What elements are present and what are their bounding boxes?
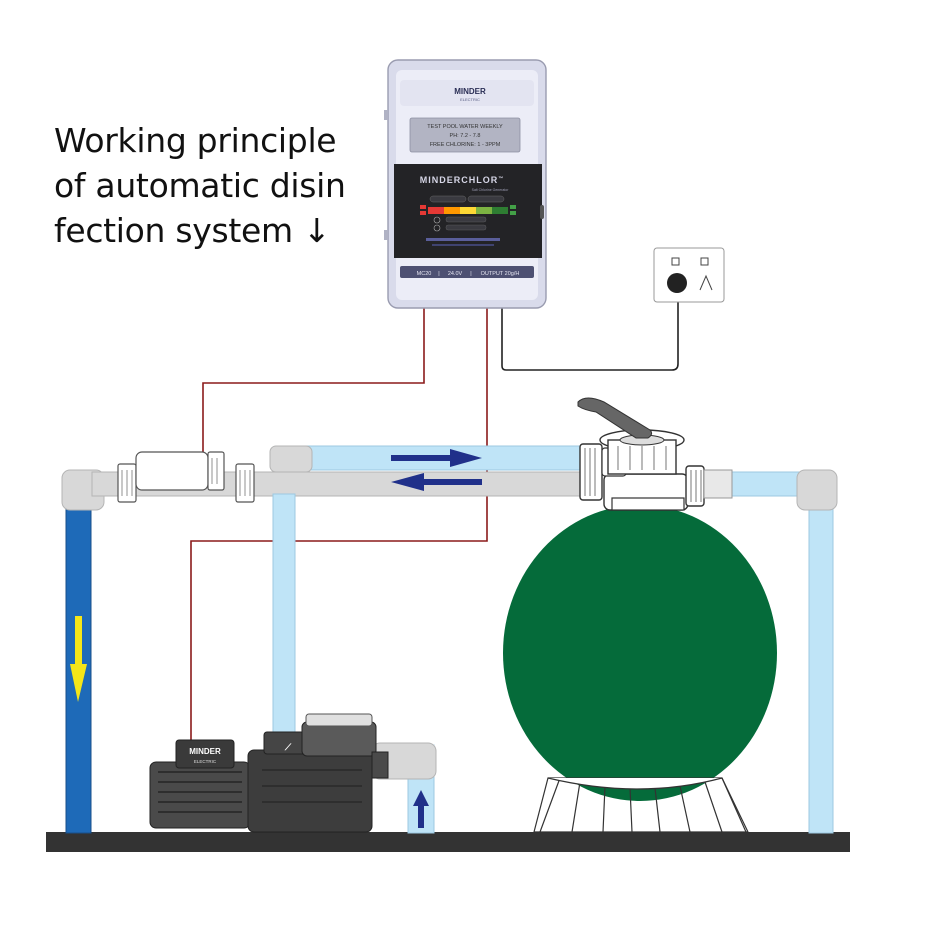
controller-brand-sub: ELECTRIC — [460, 97, 480, 102]
wire-controller-to-cell — [202, 308, 425, 452]
sand-filter — [503, 505, 777, 833]
level-segment-4 — [476, 207, 492, 214]
level-segment-3 — [460, 207, 476, 214]
pool-pump: MINDER ELECTRIC ⟋ — [149, 713, 389, 833]
level-segment-1 — [428, 207, 444, 214]
info-line-1: TEST POOL WATER WEEKLY — [427, 124, 503, 130]
controller-brand: MINDER — [454, 87, 486, 96]
bottom-label-2: 24.0V — [448, 271, 463, 277]
pump-strainer-lid — [301, 721, 377, 757]
multiport-valve — [577, 397, 733, 511]
chlorinator-cell — [117, 451, 255, 503]
info-line-2: PH: 7.2 - 7.8 — [450, 133, 481, 139]
power-socket-icon — [653, 247, 725, 303]
valve-handle — [577, 397, 653, 439]
pump-outlet-pipe — [272, 493, 296, 741]
left-arrow-icon — [391, 473, 482, 491]
pump-brand: MINDER — [189, 747, 221, 756]
chlorine-level-bar — [428, 207, 508, 214]
pump-housing — [247, 749, 373, 833]
title-line-1: Working principle — [54, 121, 337, 160]
middle-elbow — [269, 445, 313, 473]
level-segment-2 — [444, 207, 460, 214]
bottom-separator-1: | — [438, 271, 439, 277]
right-arrow-icon — [391, 449, 482, 467]
pump-badge — [175, 739, 235, 769]
info-line-3: FREE CHLORINE: 1 - 3PPM — [430, 142, 501, 148]
pump-hand-logo: ⟋ — [284, 742, 292, 752]
ground-floor — [46, 832, 850, 852]
right-elbow — [796, 469, 838, 511]
filter-tank — [503, 505, 777, 801]
diagram-title: Working principle of automatic disin fec… — [54, 118, 374, 253]
chlorine-controller: MINDER ELECTRIC TEST POOL WATER WEEKLY P… — [384, 59, 547, 309]
title-line-3: fection system ↓ — [54, 211, 331, 250]
pump-brand-sub: ELECTRIC — [194, 759, 217, 764]
up-arrow-icon — [413, 790, 429, 828]
power-cable — [501, 282, 679, 371]
bottom-label-3: OUTPUT 20g/H — [481, 271, 520, 277]
product-name: MINDERCHLOR™ — [420, 175, 505, 185]
right-pipe — [808, 499, 834, 834]
wire-controller-to-pump — [190, 308, 488, 740]
down-arrow-icon — [70, 616, 87, 702]
title-line-2: of automatic disin — [54, 166, 346, 205]
controller-bottom-strip — [400, 266, 534, 278]
level-segment-5 — [492, 207, 508, 214]
controller-info-panel — [409, 117, 521, 153]
bottom-label-1: MC20 — [417, 271, 432, 277]
bottom-separator-2: | — [470, 271, 471, 277]
product-sub: Salt Chlorine Generator — [472, 188, 510, 192]
